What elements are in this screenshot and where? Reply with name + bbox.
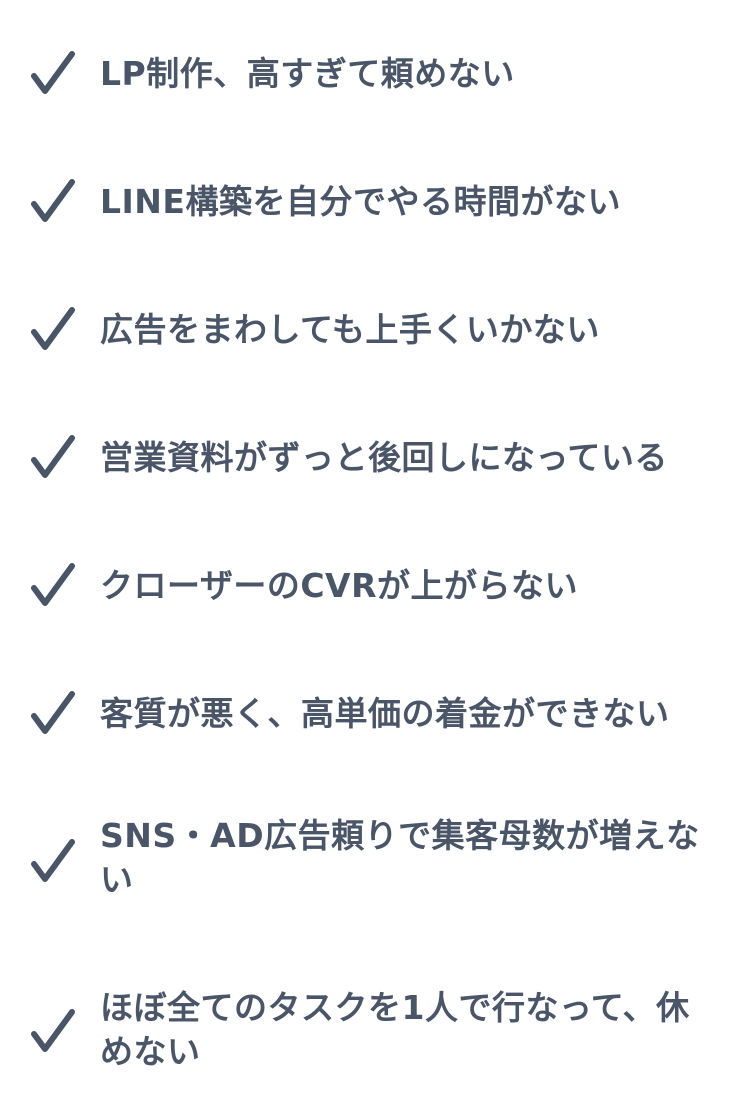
list-item-text: 広告をまわしても上手くいかない bbox=[100, 310, 600, 349]
checkmark-icon bbox=[30, 690, 76, 736]
list-item-text: 客質が悪く、高単価の着金ができない bbox=[100, 694, 670, 733]
list-item-text: SNS・AD広告頼りで集客母数が増えない bbox=[100, 816, 700, 899]
list-item-text: ほぼ全てのタスクを1人で行なって、休めない bbox=[100, 988, 690, 1071]
checkmark-icon bbox=[30, 562, 76, 608]
list-item-text: LP制作、高すぎて頼めない bbox=[100, 54, 515, 93]
checkmark-icon bbox=[30, 306, 76, 352]
checkmark-icon bbox=[30, 178, 76, 224]
list-item-text: クローザーのCVRが上がらない bbox=[100, 566, 579, 605]
list-item-text: LINE構築を自分でやる時間がない bbox=[100, 182, 621, 221]
checkmark-icon bbox=[30, 434, 76, 480]
checkmark-icon bbox=[30, 1008, 76, 1054]
list-item-text: 営業資料がずっと後回しになっている bbox=[100, 438, 668, 477]
checkmark-icon bbox=[30, 838, 76, 884]
checkmark-icon bbox=[30, 50, 76, 96]
